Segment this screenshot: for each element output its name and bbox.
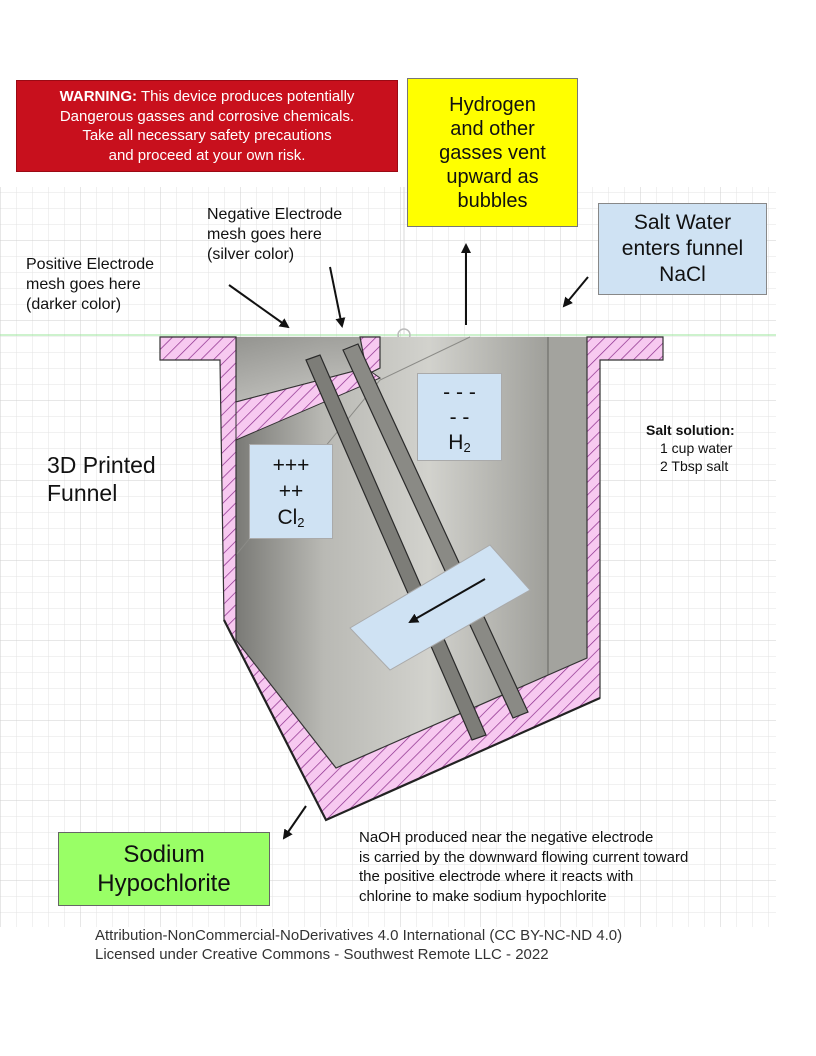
sodium-outlet-arrow <box>282 805 307 840</box>
negative-electrode-pointer <box>329 266 346 328</box>
flow-arrow <box>408 578 486 623</box>
chlorine-box: +++ ++ Cl2 <box>249 444 333 539</box>
funnel-label: 3D Printed Funnel <box>47 452 156 506</box>
salt-water-arrow <box>562 276 589 308</box>
naoh-note: NaOH produced near the negative electrod… <box>359 829 689 905</box>
hydrogen-ion-box: - - - - - H2 <box>417 373 502 461</box>
salt-solution-note: Salt solution: 1 cup water 2 Tbsp salt <box>646 422 735 474</box>
sodium-hypochlorite-box: Sodium Hypochlorite <box>58 832 270 906</box>
negative-electrode-label: Negative Electrode mesh goes here (silve… <box>207 206 343 263</box>
positive-electrode-label: Positive Electrode mesh goes here (darke… <box>26 256 155 313</box>
warning-banner: WARNING: This device produces potentiall… <box>16 80 398 172</box>
salt-water-inlet-box: Salt Water enters funnel NaCl <box>598 203 767 295</box>
hydrogen-vent-box: Hydrogen and other gasses vent upward as… <box>407 78 578 227</box>
warning-lead: WARNING: <box>59 88 138 105</box>
flow-indicator <box>349 544 531 671</box>
attribution-footer: Attribution-NonCommercial-NoDerivatives … <box>95 927 623 963</box>
positive-electrode-pointer <box>228 284 290 329</box>
